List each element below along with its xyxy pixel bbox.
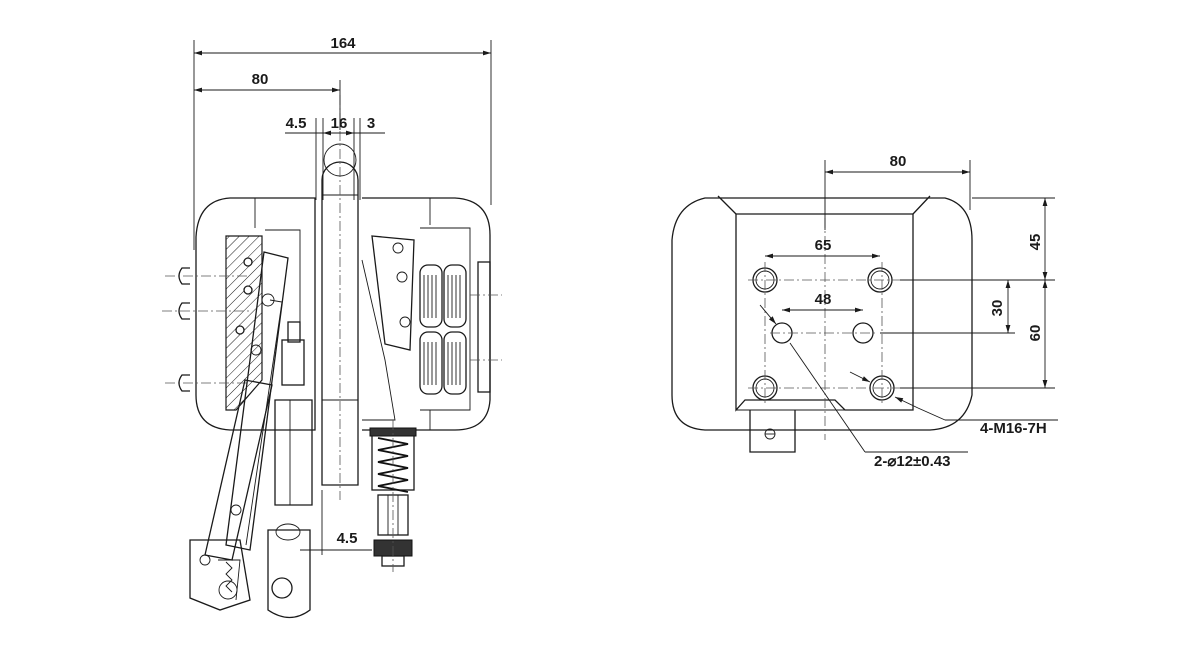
dim-outer-hole-spacing: 65 (815, 237, 832, 254)
dim-inner-hole-spacing: 48 (815, 291, 832, 308)
dim-gap-left: 4.5 (286, 115, 307, 132)
dim-pad-gap: 4.5 (337, 530, 358, 547)
dim-outer-vertical: 60 (1027, 325, 1044, 342)
callout-pin-holes: 2-⌀12±0.43 (874, 453, 950, 470)
left-dimensions: 164 80 4.5 16 3 4.5 (193, 35, 492, 555)
callout-threaded-holes: 4-M16-7H (980, 420, 1047, 437)
mounting-plate (671, 195, 973, 453)
callouts: 4-M16-7H 2-⌀12±0.43 (759, 304, 1058, 470)
right-dimensions: 80 65 48 45 30 60 (765, 153, 1055, 389)
actuator-rod (267, 321, 313, 619)
dim-gap-right: 3 (367, 115, 375, 132)
dim-top-offset: 45 (1027, 234, 1044, 251)
spring-assembly (369, 420, 417, 572)
dim-center-offset: 80 (890, 153, 907, 170)
left-pad (225, 235, 263, 411)
right-pad (361, 235, 415, 421)
left-view: 164 80 4.5 16 3 4.5 (162, 35, 502, 619)
dim-half-width: 80 (252, 71, 269, 88)
left-bolts (162, 267, 250, 392)
brake-housing (195, 197, 491, 431)
mounting-holes (748, 200, 900, 440)
brake-disc (321, 95, 359, 500)
dim-disc-thickness: 16 (331, 115, 348, 132)
dim-overall-width: 164 (330, 35, 356, 52)
lever-bracket (189, 539, 251, 611)
dim-inner-vertical: 30 (989, 300, 1006, 317)
coil-stack (419, 261, 502, 395)
right-view: 80 65 48 45 30 60 4-M16-7H (671, 153, 1058, 470)
